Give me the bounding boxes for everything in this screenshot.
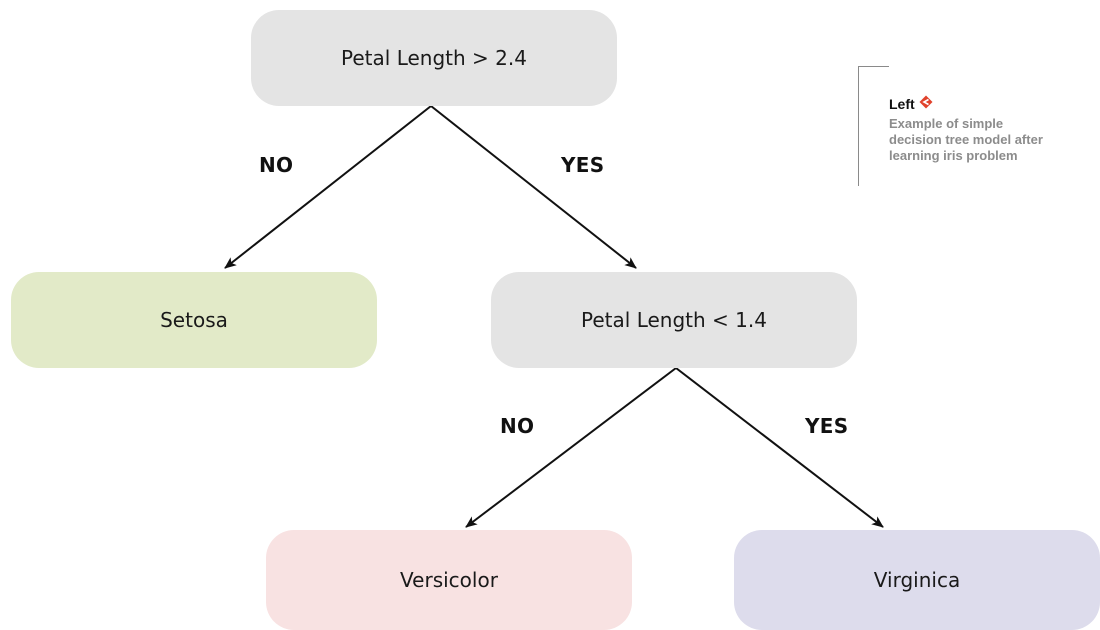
leaf-node-virginica-label: Virginica xyxy=(873,568,961,592)
leaf-node-versicolor-label: Versicolor xyxy=(400,568,498,592)
decision-node-inner: Petal Length < 1.4 xyxy=(491,272,857,368)
decision-node-root: Petal Length > 2.4 xyxy=(251,10,617,106)
caption-divider xyxy=(859,66,889,67)
caption-title: Left xyxy=(889,95,915,112)
edge-label-inner-yes: YES xyxy=(805,414,849,438)
leaf-node-virginica: Virginica xyxy=(734,530,1100,630)
leaf-node-setosa: Setosa xyxy=(11,272,377,368)
caption-title-row: Left xyxy=(889,94,933,113)
decision-node-root-label: Petal Length > 2.4 xyxy=(341,46,527,70)
caption-text: Example of simple decision tree model af… xyxy=(889,116,1043,163)
edge-label-root-no: NO xyxy=(259,153,294,177)
edge-label-inner-no: NO xyxy=(500,414,535,438)
leaf-node-versicolor: Versicolor xyxy=(266,530,632,630)
edge-inner-to-virginica xyxy=(675,367,884,528)
leaf-node-setosa-label: Setosa xyxy=(160,308,228,332)
diamond-arrow-icon xyxy=(919,94,933,113)
edge-root-to-inner xyxy=(430,105,637,269)
figure-caption: Left Example of simple decision tree mod… xyxy=(858,66,1059,186)
edge-root-to-setosa xyxy=(224,105,432,269)
edge-inner-to-versicolor xyxy=(465,367,677,528)
edge-label-root-yes: YES xyxy=(561,153,605,177)
decision-node-inner-label: Petal Length < 1.4 xyxy=(581,308,767,332)
